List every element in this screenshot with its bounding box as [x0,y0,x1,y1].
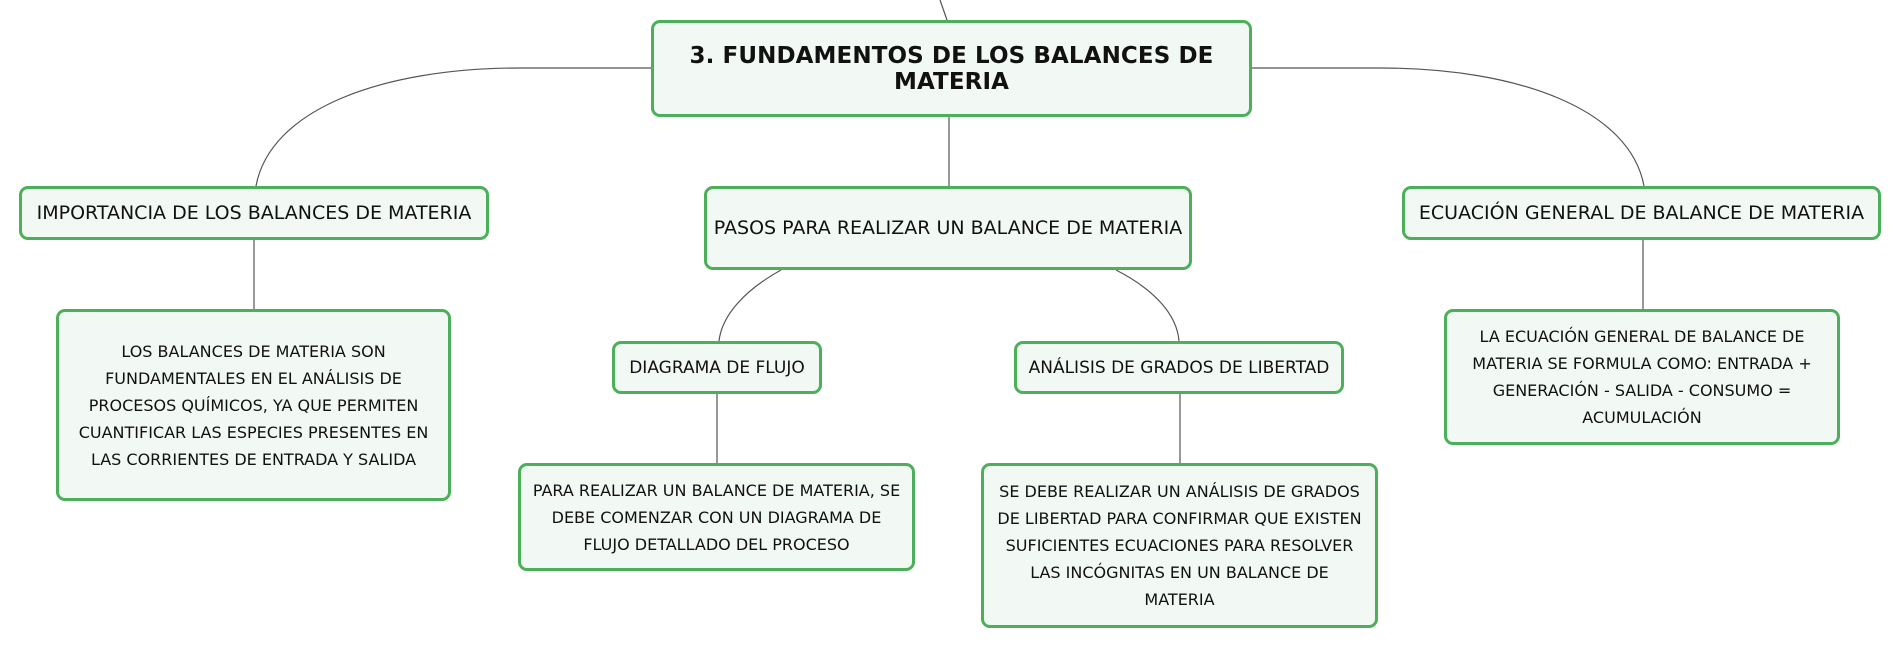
degrees-detail-node[interactable]: SE DEBE REALIZAR UN ANÁLISIS DE GRADOS D… [981,463,1378,628]
root-topic-label: 3. FUNDAMENTOS DE LOS BALANCES DE MATERI… [689,42,1214,95]
connector-root-to-equation [1250,67,1645,187]
importance-topic-node[interactable]: IMPORTANCIA DE LOS BALANCES DE MATERIA [19,186,489,240]
equation-topic-label: ECUACIÓN GENERAL DE BALANCE DE MATERIA [1418,202,1865,224]
connector-steps-to-flow-diagram [718,269,782,342]
flow-diagram-detail-text: PARA REALIZAR UN BALANCE DE MATERIA, SE … [532,480,901,554]
flow-diagram-detail-node[interactable]: PARA REALIZAR UN BALANCE DE MATERIA, SE … [518,463,915,571]
flow-diagram-topic-node[interactable]: DIAGRAMA DE FLUJO [612,341,822,394]
importance-detail-node[interactable]: LOS BALANCES DE MATERIA SON FUNDAMENTALE… [56,309,451,501]
root-topic-node[interactable]: 3. FUNDAMENTOS DE LOS BALANCES DE MATERI… [651,20,1252,117]
steps-topic-label: PASOS PARA REALIZAR UN BALANCE DE MATERI… [713,217,1183,239]
connector-steps-to-degrees [1115,269,1180,342]
equation-topic-node[interactable]: ECUACIÓN GENERAL DE BALANCE DE MATERIA [1402,186,1881,240]
degrees-topic-label: ANÁLISIS DE GRADOS DE LIBERTAD [1028,357,1330,378]
equation-detail-text: LA ECUACIÓN GENERAL DE BALANCE DE MATERI… [1472,327,1812,427]
degrees-detail-text: SE DEBE REALIZAR UN ANÁLISIS DE GRADOS D… [997,482,1362,609]
flow-diagram-topic-label: DIAGRAMA DE FLUJO [629,357,805,378]
equation-detail-node[interactable]: LA ECUACIÓN GENERAL DE BALANCE DE MATERI… [1444,309,1840,445]
degrees-topic-node[interactable]: ANÁLISIS DE GRADOS DE LIBERTAD [1014,341,1344,394]
importance-detail-text: LOS BALANCES DE MATERIA SON FUNDAMENTALE… [78,341,429,469]
steps-topic-node[interactable]: PASOS PARA REALIZAR UN BALANCE DE MATERI… [704,186,1192,270]
connector-parent-to-root [939,0,948,21]
importance-topic-label: IMPORTANCIA DE LOS BALANCES DE MATERIA [36,202,472,224]
connector-root-to-importance [255,67,651,187]
